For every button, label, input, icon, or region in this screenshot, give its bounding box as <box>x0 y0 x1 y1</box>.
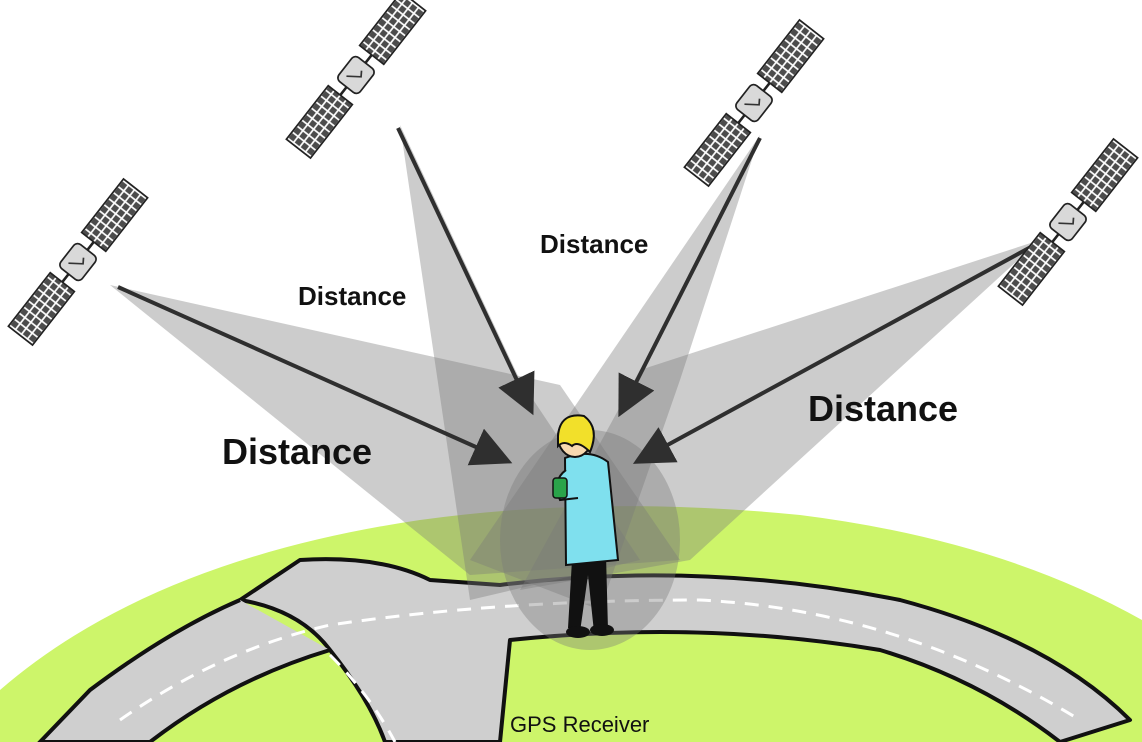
distance-arrows <box>117 127 1041 466</box>
arrow-far-left <box>117 285 513 466</box>
distance-label-left: Distance <box>222 431 372 472</box>
arrow-far-right <box>632 240 1041 464</box>
satellite-far-right-icon <box>997 137 1139 307</box>
distance-label-top-center: Distance <box>540 229 648 259</box>
gps-receiver-caption: GPS Receiver <box>510 712 649 737</box>
distance-label-right: Distance <box>808 388 958 429</box>
distance-label-top-left: Distance <box>298 281 406 311</box>
road-network <box>37 557 1132 742</box>
person-with-receiver-icon <box>552 414 620 638</box>
satellite-far-left-icon <box>7 177 149 347</box>
arrow-top-right <box>618 137 762 418</box>
satellite-top-right-icon <box>683 18 825 188</box>
arrow-top-left <box>396 127 535 416</box>
satellite-top-left-icon <box>285 0 427 160</box>
